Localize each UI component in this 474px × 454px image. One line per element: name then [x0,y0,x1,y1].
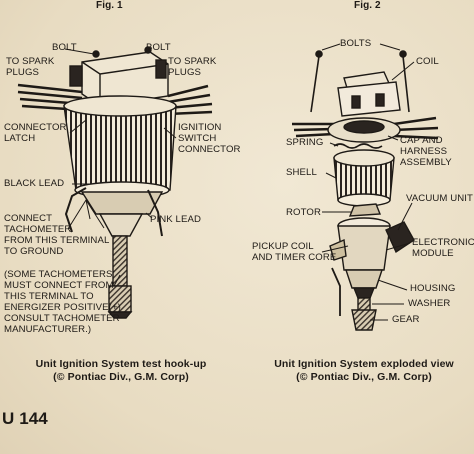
label-bolt-left: BOLT [52,42,77,53]
label-black-lead: BLACK LEAD [4,178,65,189]
distributor-cap [63,105,177,191]
fig2-title: Fig. 2 [354,0,381,11]
bolts-drawing [310,50,410,113]
label-housing: HOUSING [410,283,456,294]
label-vacuum-unit: VACUUM UNIT [406,193,474,204]
label-coil: COIL [416,56,439,67]
label-washer: WASHER [408,298,451,309]
spring-drawing [333,143,383,149]
housing-drawing [329,217,415,331]
fig1-title: Fig. 1 [96,0,123,11]
label-tachometer-note: (SOME TACHOMETERS MUST CONNECT FROM THIS… [4,269,121,335]
fig1-distributor-drawing [17,46,213,319]
label-to-spark-plugs-left: TO SPARK PLUGS [6,56,55,78]
cap-harness-drawing [292,116,439,143]
black-lead-wire [64,187,87,233]
pink-lead-wire [147,189,163,237]
rotor-drawing [348,203,382,217]
label-connector-latch: CONNECTOR LATCH [4,122,67,144]
label-connect-tachometer: CONNECT TACHOMETER FROM THIS TERMINAL TO… [4,213,110,257]
fig2-caption: Unit Ignition System exploded view (© Po… [274,358,454,383]
fig1-caption: Unit Ignition System test hook-up (© Pon… [35,358,207,383]
fig2-exploded-drawing [292,43,439,331]
label-electronic-module: ELECTRONIC MODULE [412,237,474,259]
fig1-leader-lines [64,48,177,287]
label-rotor: ROTOR [286,207,321,218]
label-to-spark-plugs-right: TO SPARK PLUGS [168,56,217,78]
shell-drawing [333,149,395,207]
fig2-leader-lines [321,43,415,321]
label-spring: SPRING [286,137,324,148]
coil-drawing [337,71,401,117]
label-ignition-switch-connector: IGNITION SWITCH CONNECTOR [178,122,241,155]
label-bolt-right: BOLT [146,42,171,53]
label-pink-lead: PINK LEAD [150,214,202,225]
label-bolts: BOLTS [340,38,372,49]
label-cap-and-harness-assembly: CAP AND HARNESS ASSEMBLY [400,135,452,168]
page-code: U 144 [2,409,48,428]
label-gear: GEAR [392,314,420,325]
label-pickup-coil-timer-core: PICKUP COIL AND TIMER CORE [252,241,337,263]
label-shell: SHELL [286,167,317,178]
